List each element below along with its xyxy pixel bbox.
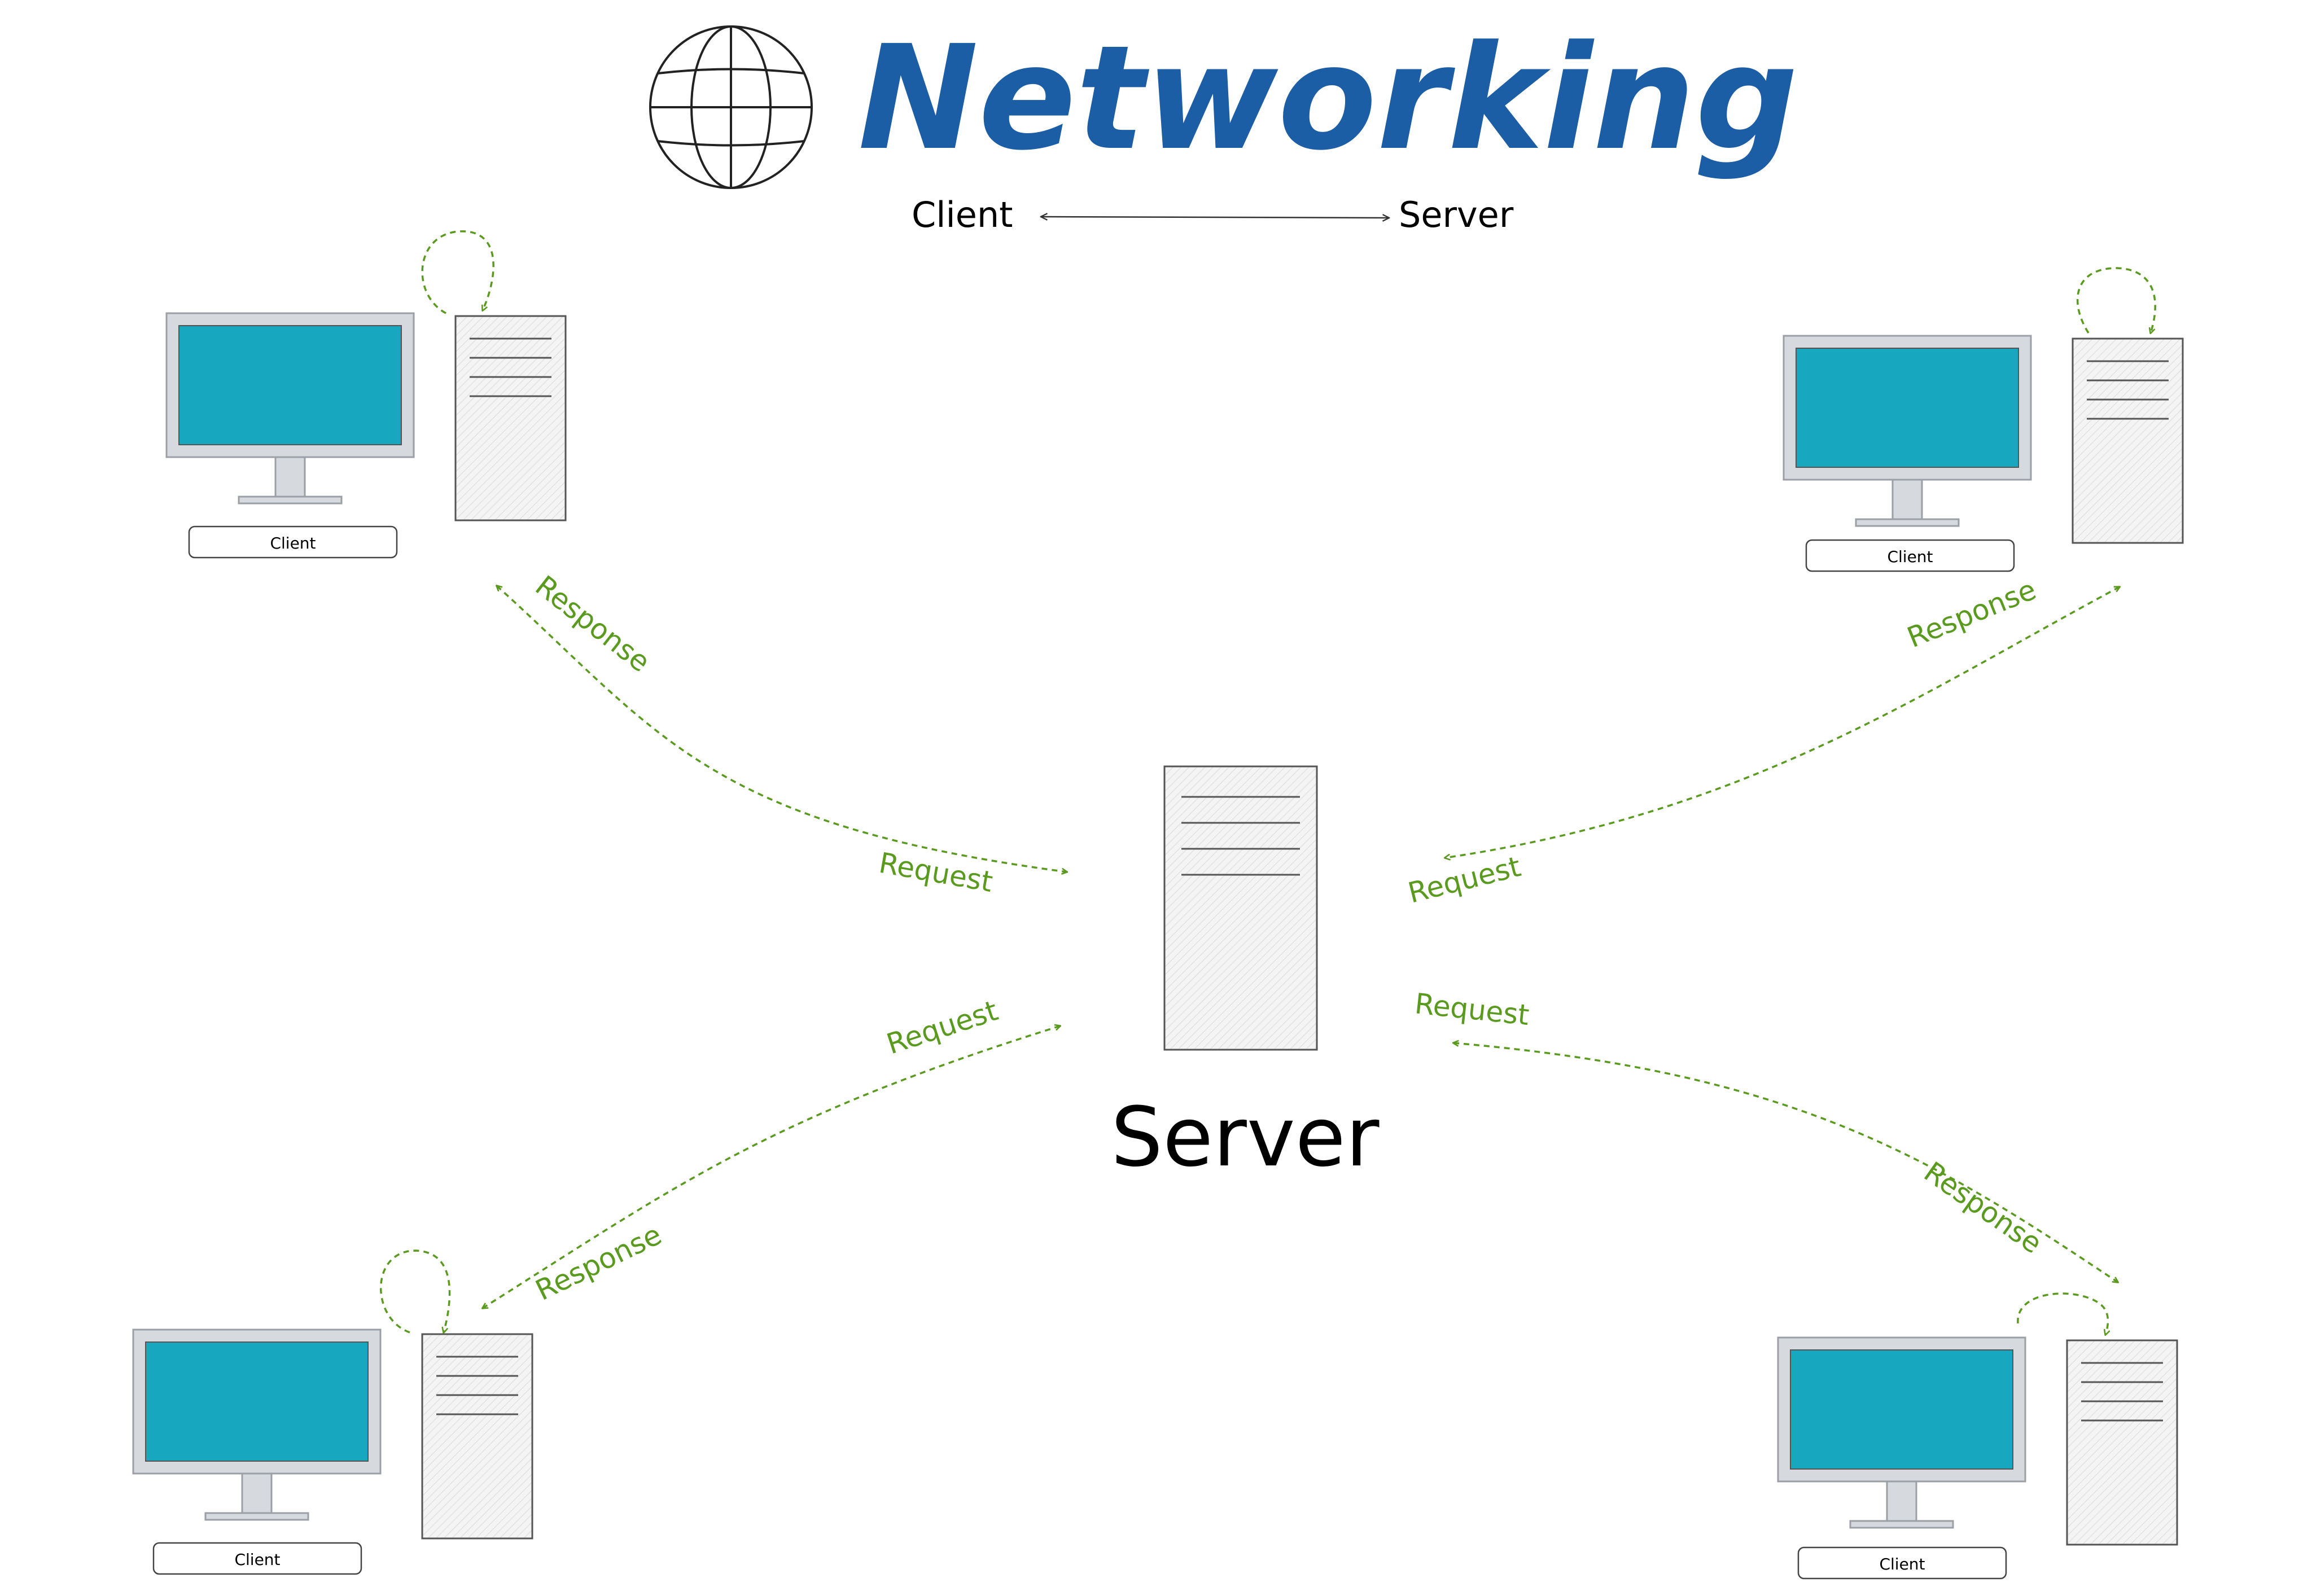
tower-icon [421,1333,533,1540]
central-server [1163,765,1318,1051]
loop-arrow [2076,267,2156,333]
client-top-right: Client [1783,267,2184,572]
loop-arrow [379,1249,451,1332]
client-label-box [188,525,398,559]
client-label-box [1797,1546,2007,1580]
client-label: Client [1879,1555,1925,1573]
tower-icon [454,315,567,521]
connection-top-left [497,586,1067,872]
client-top-left: Client [165,230,567,559]
monitor-icon [1783,335,2032,527]
globe-icon [649,25,813,189]
monitor-icon [132,1328,382,1521]
tower-icon [2066,1339,2178,1546]
connection-top-right [1445,587,2120,858]
subtitle-server: Server [1399,194,1514,235]
tower-icon [2072,337,2184,544]
connection-bottom-left [483,1026,1060,1308]
response-label-bottom-left: Response [531,1218,667,1306]
client-label: Client [234,1550,280,1569]
client-server-arrow [1041,217,1389,218]
connections [483,586,2120,1308]
request-label-bottom-right: Request [1413,987,1531,1032]
server-tower-icon [1163,765,1318,1051]
client-bottom-left: Client [132,1249,533,1575]
response-label-top-left: Response [529,569,656,679]
server-label: Server [1111,1090,1380,1185]
client-label: Client [1887,547,1933,566]
subtitle-client: Client [912,194,1013,235]
client-label-box [152,1542,362,1575]
monitor-icon [165,312,415,505]
client-label-box [1805,539,2015,572]
response-label-bottom-right: Response [1918,1155,2048,1260]
connection-bottom-right [1453,1043,2118,1282]
request-label-bottom-left: Request [883,994,1002,1060]
monitor-icon [1777,1336,2026,1529]
client-label: Client [270,534,316,553]
loop-arrow [2017,1292,2108,1335]
request-label-top-right: Request [1405,850,1524,909]
loop-arrow [421,230,494,314]
client-bottom-right: Client [1777,1292,2178,1580]
page-title: Networking [858,15,1798,182]
request-label-top-left: Request [877,847,995,898]
